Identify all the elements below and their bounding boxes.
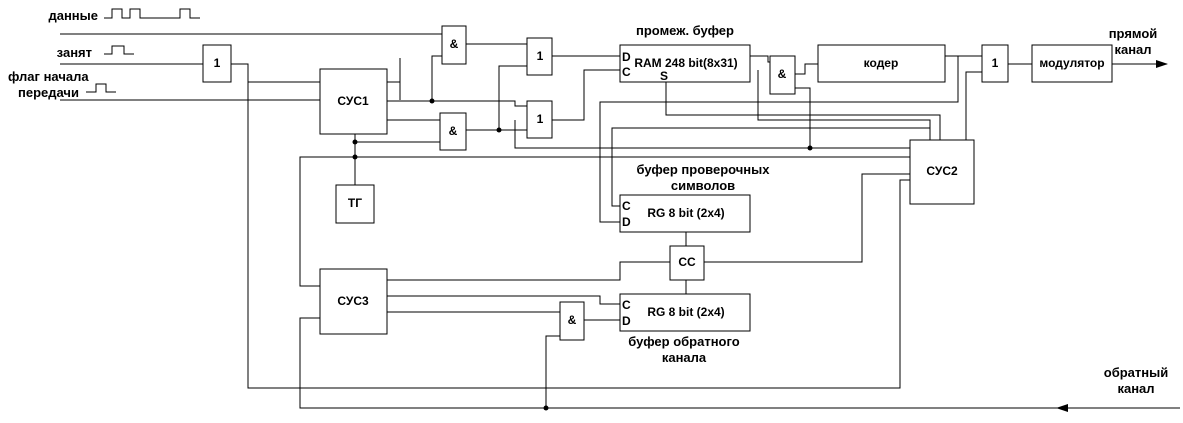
output-forward-label-2: канал (1114, 42, 1151, 57)
wire-and-ram-in2 (770, 87, 811, 148)
wire-sus3-rg-c (387, 295, 620, 305)
wire-reverse-channel (299, 317, 1180, 409)
junction-dot (352, 139, 358, 145)
caption-reverse-buffer-1: буфер обратного (628, 334, 739, 349)
ram-label: RAM 248 bit(8x31) (634, 56, 737, 70)
input-busy-label: занят (57, 45, 92, 60)
input-data-label: данные (48, 8, 98, 23)
rg-check-label: RG 8 bit (2x4) (647, 206, 724, 220)
wire-ram-out (750, 55, 770, 63)
labels: данные занят флаг начала передачи промеж… (8, 8, 1168, 396)
rg-reverse-pin-d: D (622, 314, 631, 328)
tg-block: ТГ (335, 184, 375, 224)
tg-label: ТГ (348, 196, 362, 210)
waveform-data-icon (104, 8, 200, 19)
wire-and-ram-coder (795, 63, 818, 75)
sus1-block: СУС1 (319, 68, 388, 135)
wire-ram-s (665, 82, 941, 140)
sus2-label: СУС2 (926, 164, 958, 178)
and-gate-mid-label: & (449, 124, 458, 138)
or-gate-top-label: 1 (537, 49, 544, 63)
input-waveforms (86, 8, 200, 93)
and-gate-top: & (441, 25, 467, 65)
sus1-label: СУС1 (337, 94, 369, 108)
wire-rg-to-or (965, 71, 982, 140)
rg-reverse-pin-c: C (622, 298, 631, 312)
and-gate-top-label: & (450, 37, 459, 51)
junctions (352, 98, 813, 411)
ram-block: RAM 248 bit(8x31) D C S (619, 44, 751, 83)
wire-sus2-rg-c (611, 127, 931, 207)
modulator-block: модулятор (1031, 44, 1113, 83)
output-forward-label-1: прямой (1109, 26, 1158, 41)
wire-sus1-out1 (387, 55, 442, 102)
and-gate-bottom-label: & (568, 313, 577, 327)
caption-check-buffer-1: буфер проверочных (637, 162, 771, 177)
or-gate-top: 1 (526, 37, 553, 76)
coder-label: кодер (864, 56, 899, 70)
waveform-start-flag-icon (86, 83, 116, 93)
cc-block: СС (669, 245, 705, 281)
junction-dot (352, 154, 358, 160)
junction-dot (807, 145, 813, 151)
rg-reverse-block: RG 8 bit (2x4) C D (619, 293, 751, 332)
or-gate-mid-label: 1 (537, 112, 544, 126)
output-reverse-label-1: обратный (1104, 365, 1168, 380)
or-gate-mid: 1 (526, 100, 553, 139)
or-gate-input-label: 1 (214, 56, 221, 70)
ram-pin-c: C (622, 65, 631, 79)
sus3-block: СУС3 (319, 268, 388, 335)
rg-check-block: RG 8 bit (2x4) C D (619, 194, 751, 233)
blocks: 1 & 1 1 & СУС1 ТГ RAM 248 bit(8x31) (202, 25, 1113, 341)
caption-check-buffer-2: символов (671, 178, 735, 193)
or-gate-output: 1 (981, 44, 1009, 83)
rg-reverse-label: RG 8 bit (2x4) (647, 305, 724, 319)
coder-block: кодер (817, 44, 946, 83)
or-gate-input: 1 (202, 44, 232, 83)
wire-sus2-to-or-mid (514, 120, 910, 149)
wire-cc-to-sus2 (704, 173, 910, 263)
rg-check-pin-d: D (622, 215, 631, 229)
wire-or-input-out (231, 63, 910, 389)
output-reverse-label-2: канал (1117, 381, 1154, 396)
or-gate-output-label: 1 (992, 56, 999, 70)
cc-label: СС (678, 255, 696, 269)
input-start-flag-label-1: флаг начала (8, 69, 89, 84)
wire-sus1-fb (387, 58, 401, 83)
wire-cc-to-sus3 (387, 261, 670, 281)
waveform-busy-icon (104, 45, 134, 55)
caption-intermediate-buffer: промеж. буфер (636, 23, 734, 38)
modulator-label: модулятор (1039, 56, 1104, 70)
wire-sus1-to-and-mid (355, 141, 453, 150)
wire-sus1-out1b (432, 100, 527, 107)
junction-dot (543, 405, 549, 411)
and-gate-bottom: & (559, 301, 585, 341)
wire-or-top-in2 (498, 65, 527, 130)
wire-coder-feedback (599, 56, 959, 223)
and-gate-ram: & (769, 55, 796, 95)
ram-pin-d: D (622, 50, 631, 64)
caption-reverse-buffer-2: канала (662, 350, 707, 365)
wire-sus3-feed (299, 156, 355, 287)
rg-check-pin-c: C (622, 199, 631, 213)
junction-dot (496, 127, 502, 133)
wire-and-bottom-in2 (545, 335, 560, 408)
input-start-flag-label-2: передачи (18, 85, 79, 100)
sus2-block: СУС2 (909, 139, 975, 205)
and-gate-mid: & (439, 112, 467, 151)
and-gate-ram-label: & (778, 67, 787, 81)
sus3-label: СУС3 (337, 294, 369, 308)
junction-dot (429, 98, 435, 104)
wire-or-mid-to-ram-c (552, 69, 620, 121)
ram-pin-s: S (660, 69, 668, 83)
